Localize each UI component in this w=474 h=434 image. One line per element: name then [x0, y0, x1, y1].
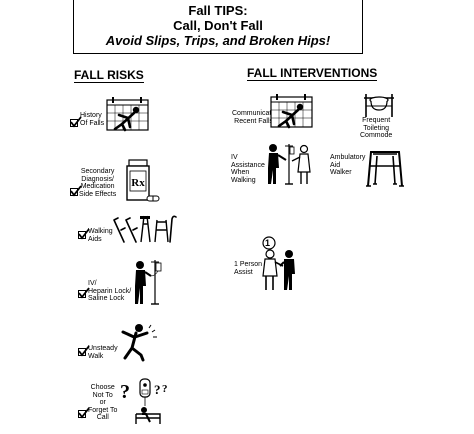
checkmark-icon — [78, 407, 90, 419]
risk-label: Unsteady Walk — [88, 345, 118, 360]
intervention-label: Communicate Recent Falls — [232, 110, 276, 125]
checkmark-icon — [78, 345, 90, 357]
title-box: Fall TIPS: Call, Don't Fall Avoid Slips,… — [73, 0, 363, 54]
fall-risks-heading: FALL RISKS — [74, 68, 144, 83]
walking-aids-icon — [113, 215, 177, 243]
fall-interventions-heading: FALL INTERVENTIONS — [247, 66, 378, 81]
risk-label: Walking Aids — [88, 228, 113, 243]
checkbox-icon[interactable] — [78, 407, 90, 419]
checkmark-icon — [78, 228, 90, 240]
checkbox-icon[interactable] — [70, 185, 82, 197]
number-badge-icon — [262, 236, 276, 250]
one-person-assist-icon — [262, 249, 295, 290]
iv-pole-person-icon — [135, 260, 162, 305]
checkmark-icon — [70, 185, 82, 197]
checkbox-icon[interactable] — [78, 287, 90, 299]
svg-text:?: ? — [154, 382, 161, 397]
pill-bottle-rx-icon: Rx — [126, 159, 160, 202]
risk-label: Secondary Diagnosis/ Medication Side Eff… — [79, 168, 117, 198]
checkbox-icon[interactable] — [78, 345, 90, 357]
intervention-label: IV Assistance When Walking — [231, 154, 265, 184]
checkbox-icon[interactable] — [70, 116, 82, 128]
checkmark-icon — [78, 287, 90, 299]
intervention-label: Frequent Toileting Commode — [360, 117, 393, 139]
title-line-1: Fall TIPS: — [188, 3, 248, 18]
svg-text:?: ? — [120, 381, 130, 403]
risk-label: History Of Falls — [80, 112, 105, 127]
falling-person-calendar-icon — [270, 94, 313, 129]
number-badge-text: 1 — [265, 238, 271, 248]
risk-label: Choose Not To or Forget To Call — [88, 384, 118, 421]
title-line-3: Avoid Slips, Trips, and Broken Hips! — [105, 33, 331, 48]
intervention-label: 1 Person Assist — [234, 261, 263, 276]
title-line-2: Call, Don't Fall — [173, 18, 263, 33]
commode-icon — [364, 94, 394, 117]
svg-text:?: ? — [162, 383, 168, 395]
checkbox-icon[interactable] — [78, 228, 90, 240]
checkmark-icon — [70, 116, 82, 128]
falling-person-calendar-icon — [106, 97, 149, 132]
risk-label: IV/ Heparin Lock/ Saline Lock — [88, 280, 132, 302]
confused-bed-patient-icon: ? ? ? — [120, 378, 168, 424]
svg-text:Rx: Rx — [131, 177, 145, 189]
unsteady-person-icon — [121, 324, 157, 362]
walker-icon — [366, 151, 404, 187]
iv-assistance-icon — [268, 144, 311, 185]
intervention-label: Ambulatory Aid Walker — [330, 154, 366, 176]
